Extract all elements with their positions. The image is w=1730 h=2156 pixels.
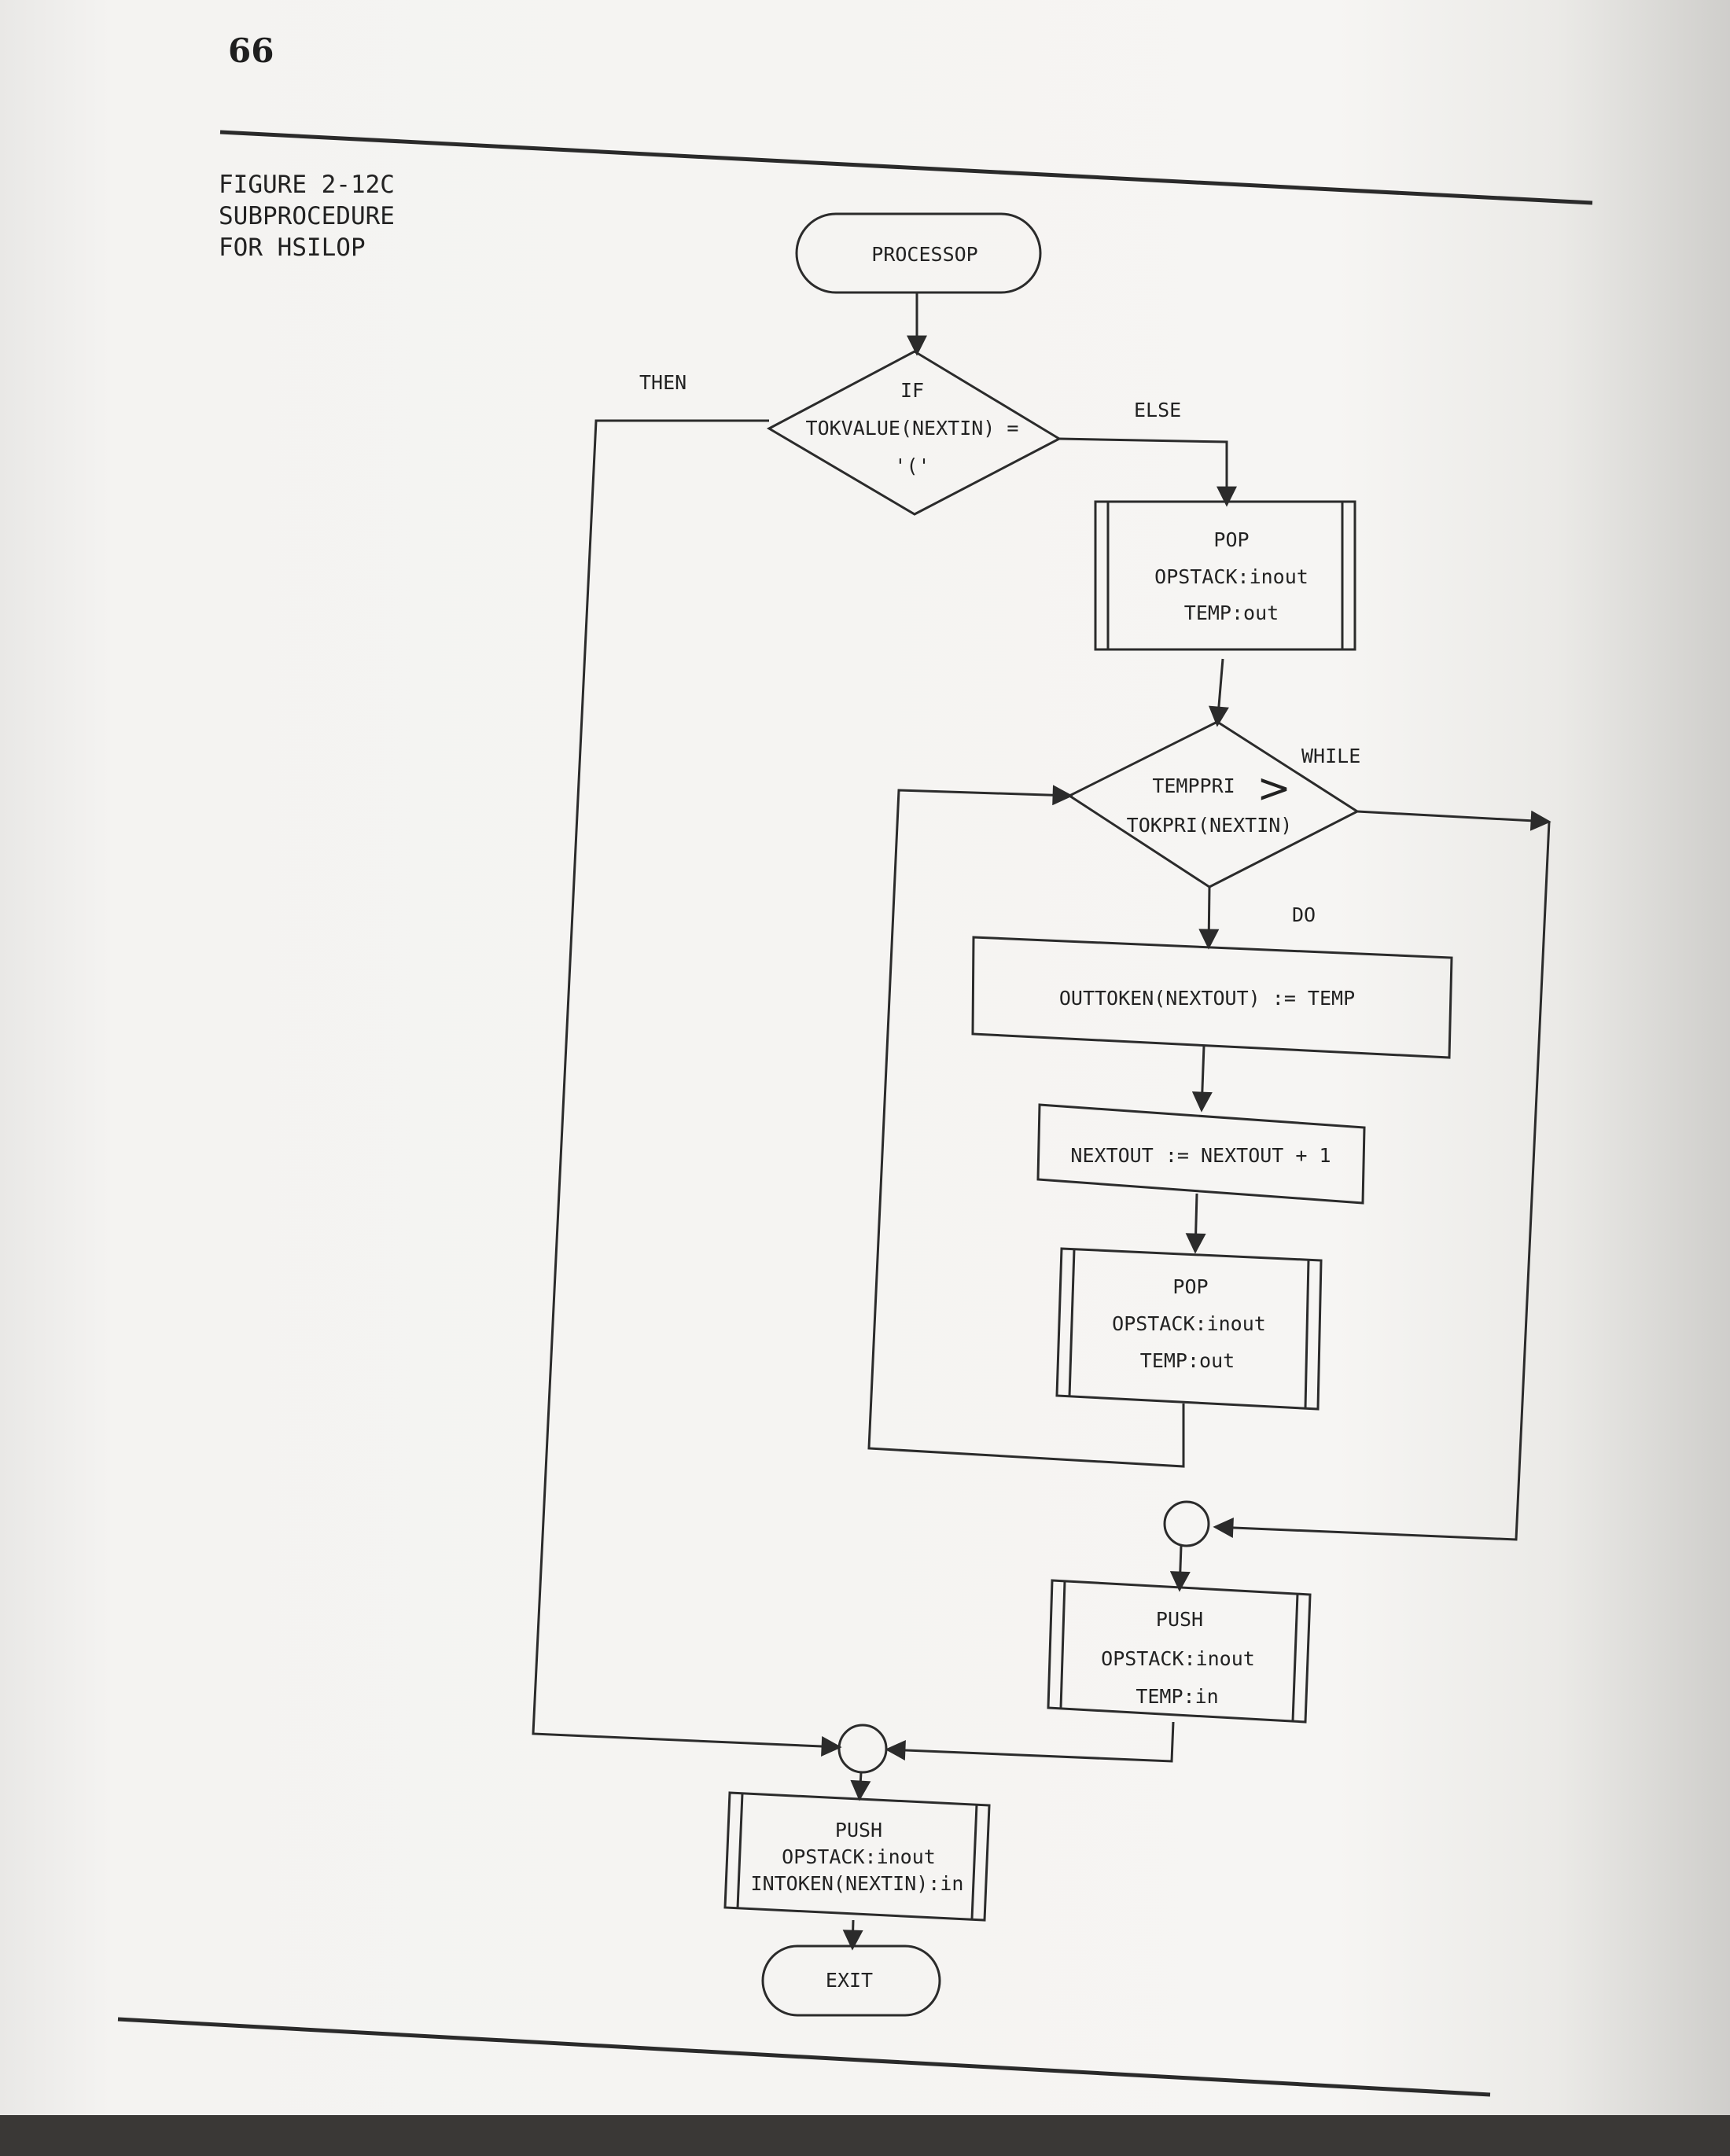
- if-decision-line-2: TOKVALUE(NEXTIN) =: [806, 417, 1019, 440]
- push-box-2: PUSH OPSTACK:inout INTOKEN(NEXTIN):in: [723, 1791, 991, 1922]
- push-box-2-line-2: OPSTACK:inout: [782, 1845, 936, 1868]
- push-box-1: PUSH OPSTACK:inout TEMP:in: [1047, 1579, 1312, 1724]
- then-label: THEN: [639, 371, 686, 394]
- join-connector-2: [837, 1724, 888, 1774]
- pop-box-2-line-3: TEMP:out: [1140, 1349, 1235, 1372]
- while-decision-line-1: TEMPPRI: [1152, 774, 1235, 797]
- pop-box-2: POP OPSTACK:inout TEMP:out: [1055, 1247, 1323, 1411]
- pop-box-1-line-1: POP: [1213, 528, 1249, 551]
- outtoken-assign-box: OUTTOKEN(NEXTOUT) := TEMP: [971, 936, 1453, 1059]
- if-decision-line-3: '(': [894, 454, 929, 477]
- scan-edge: [0, 2115, 1730, 2156]
- else-label: ELSE: [1134, 399, 1181, 421]
- caption-line-2: SUBPROCEDURE: [219, 202, 395, 230]
- while-decision: TEMPPRI > TOKPRI(NEXTIN): [1066, 720, 1360, 889]
- page-number: 66: [228, 31, 274, 70]
- nextout-increment-label: NEXTOUT := NEXTOUT + 1: [1070, 1144, 1331, 1167]
- push-box-1-line-2: OPSTACK:inout: [1101, 1647, 1255, 1670]
- exit-terminal-label: EXIT: [826, 1969, 873, 1992]
- push-box-1-line-1: PUSH: [1156, 1608, 1203, 1631]
- top-rule: [219, 130, 1593, 205]
- push-box-1-line-3: TEMP:in: [1136, 1685, 1218, 1708]
- if-decision: IF TOKVALUE(NEXTIN) = '(': [766, 350, 1062, 516]
- bottom-rule: [117, 2017, 1491, 2097]
- join-connector-1: [1163, 1500, 1210, 1547]
- pop-box-2-line-1: POP: [1172, 1275, 1208, 1298]
- while-decision-line-2: TOKPRI(NEXTIN): [1127, 814, 1293, 837]
- push-box-2-line-1: PUSH: [835, 1819, 882, 1841]
- start-terminal-label: PROCESSOP: [871, 243, 977, 266]
- caption-line-3: FOR HSILOP: [219, 234, 366, 262]
- figure-caption: FIGURE 2-12C SUBPROCEDURE FOR HSILOP: [219, 169, 395, 263]
- greater-than-operator: >: [1257, 765, 1291, 812]
- pop-box-2-line-2: OPSTACK:inout: [1112, 1312, 1266, 1335]
- if-decision-line-1: IF: [900, 379, 924, 402]
- pop-box-1: POP OPSTACK:inout TEMP:out: [1094, 500, 1356, 651]
- start-terminal: PROCESSOP: [795, 212, 1042, 294]
- do-label: DO: [1292, 903, 1316, 926]
- pop-box-1-line-3: TEMP:out: [1184, 602, 1279, 624]
- exit-terminal: EXIT: [761, 1944, 941, 2017]
- caption-line-1: FIGURE 2-12C: [219, 171, 395, 199]
- nextout-increment-box: NEXTOUT := NEXTOUT + 1: [1036, 1103, 1366, 1205]
- push-box-2-line-3: INTOKEN(NEXTIN):in: [751, 1872, 964, 1895]
- outtoken-assign-label: OUTTOKEN(NEXTOUT) := TEMP: [1059, 987, 1355, 1010]
- while-label: WHILE: [1301, 745, 1360, 767]
- pop-box-1-line-2: OPSTACK:inout: [1154, 565, 1309, 588]
